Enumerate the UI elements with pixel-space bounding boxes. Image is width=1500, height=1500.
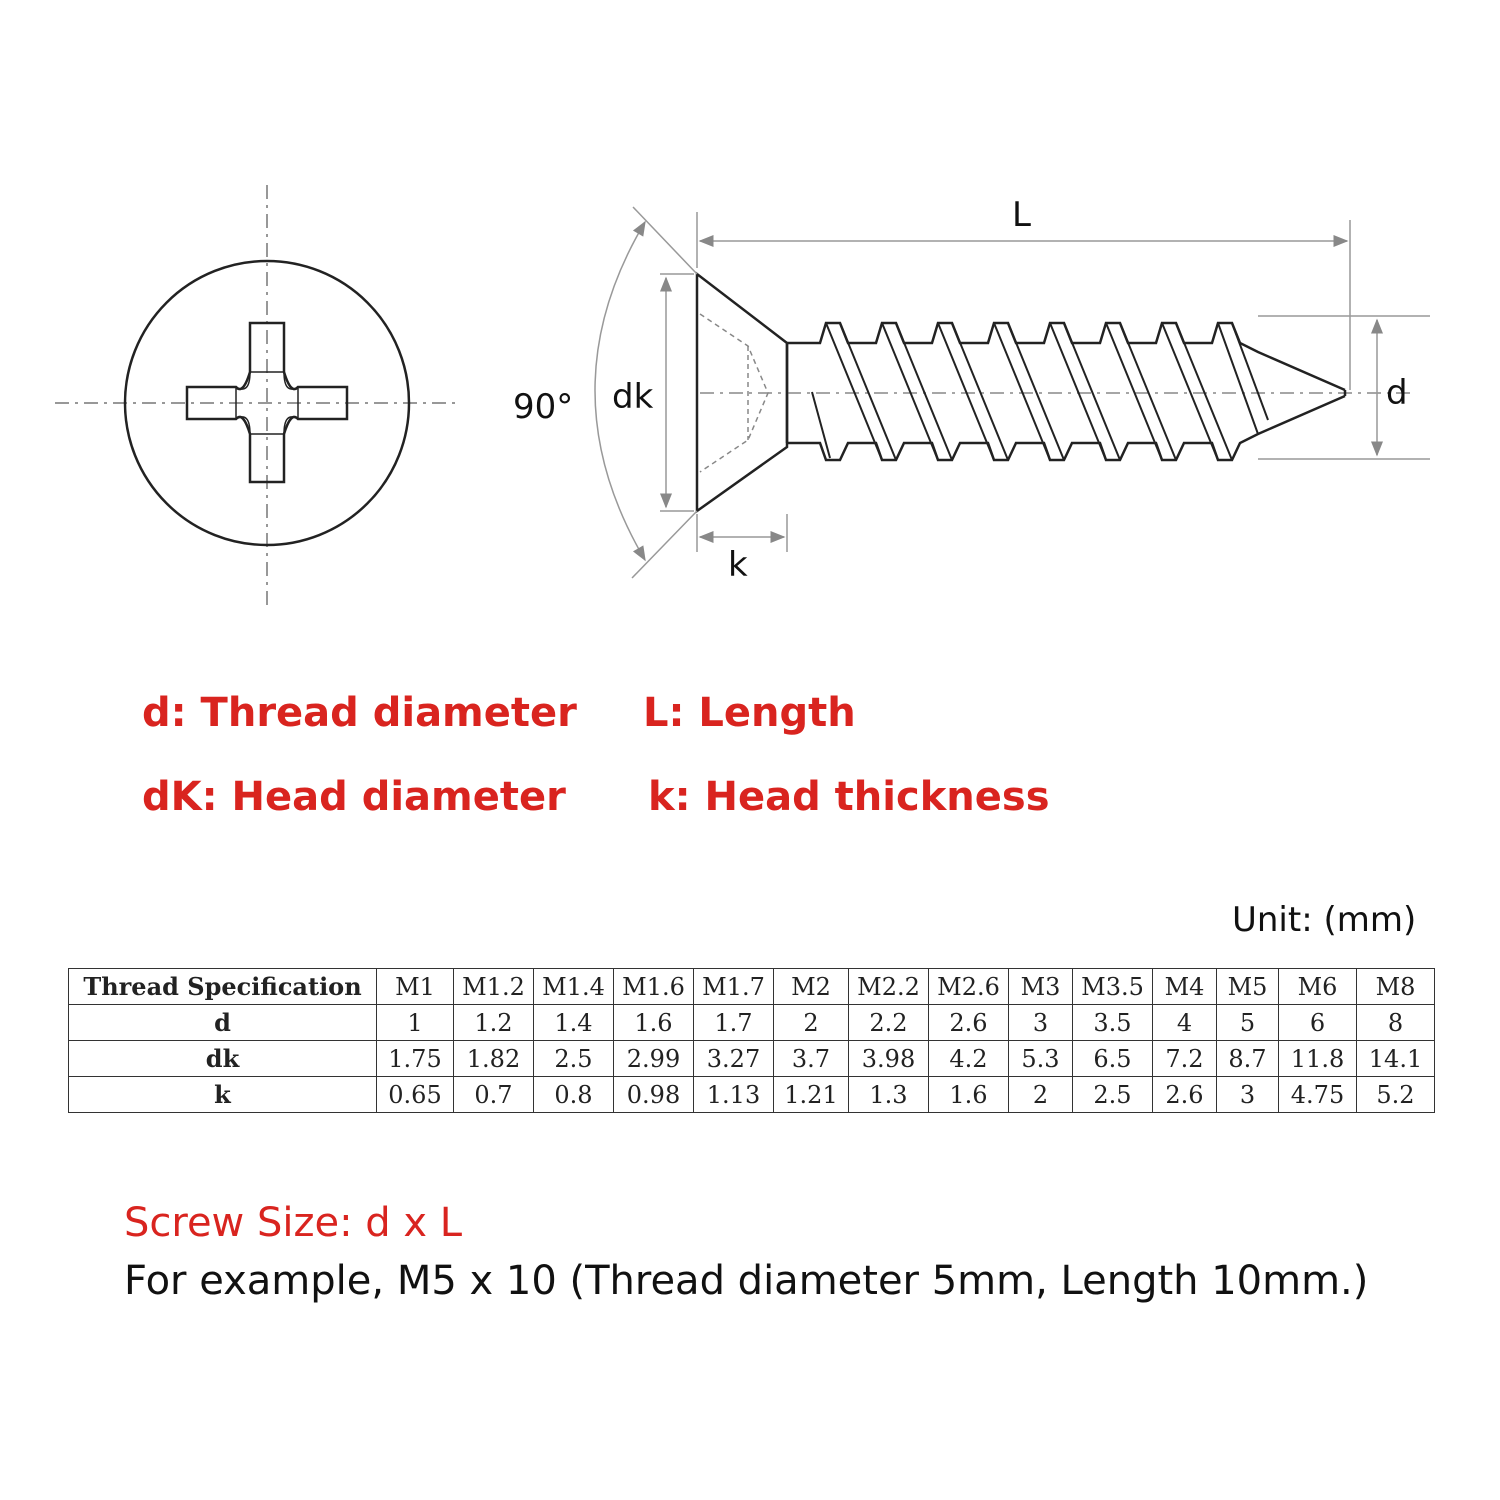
table-cell: 0.7 xyxy=(453,1076,534,1113)
table-cell: 1.82 xyxy=(453,1040,534,1077)
table-cell: 4.2 xyxy=(928,1040,1009,1077)
phillips-cross-icon xyxy=(185,321,349,484)
table-cell: 1 xyxy=(376,1004,454,1041)
table-cell: 3 xyxy=(1008,1004,1073,1041)
table-cell: 2.2 xyxy=(848,1004,929,1041)
table-cell: 2.99 xyxy=(613,1040,694,1077)
dimension-lines xyxy=(594,206,1430,579)
table-cell: 3.5 xyxy=(1072,1004,1153,1041)
table-cell: M2.2 xyxy=(848,968,929,1005)
table-cell: 14.1 xyxy=(1356,1040,1435,1077)
table-cell: M3.5 xyxy=(1072,968,1153,1005)
table-cell: 5 xyxy=(1216,1004,1279,1041)
table-cell: M1 xyxy=(376,968,454,1005)
table-cell: 8.7 xyxy=(1216,1040,1279,1077)
table-cell: 2.6 xyxy=(928,1004,1009,1041)
thread-diameter-label: d xyxy=(1386,373,1408,413)
head-diameter-label: dk xyxy=(612,377,654,417)
table-cell: 1.3 xyxy=(848,1076,929,1113)
head-thickness-label: k xyxy=(728,545,748,585)
row-header: Thread Specification xyxy=(68,968,377,1005)
row-header: dk xyxy=(68,1040,377,1077)
table-cell: M2.6 xyxy=(928,968,1009,1005)
table-cell: 2 xyxy=(773,1004,849,1041)
table-cell: M1.2 xyxy=(453,968,534,1005)
table-cell: M4 xyxy=(1152,968,1217,1005)
table-cell: 7.2 xyxy=(1152,1040,1217,1077)
table-cell: M1.6 xyxy=(613,968,694,1005)
screw-size-example: For example, M5 x 10 (Thread diameter 5m… xyxy=(124,1258,1369,1304)
table-cell: 1.75 xyxy=(376,1040,454,1077)
row-header: k xyxy=(68,1076,377,1113)
table-cell: 6.5 xyxy=(1072,1040,1153,1077)
legend-length: L: Length xyxy=(643,690,856,736)
table-cell: 3.7 xyxy=(773,1040,849,1077)
row-header: d xyxy=(68,1004,377,1041)
legend-head-diameter: dK: Head diameter xyxy=(142,774,566,820)
table-cell: M2 xyxy=(773,968,849,1005)
table-cell: 1.7 xyxy=(693,1004,774,1041)
screw-size-title: Screw Size: d x L xyxy=(124,1200,463,1246)
table-cell: M3 xyxy=(1008,968,1073,1005)
table-cell: M1.7 xyxy=(693,968,774,1005)
table-cell: 2.6 xyxy=(1152,1076,1217,1113)
angle-label: 90° xyxy=(513,387,573,427)
table-cell: 3.98 xyxy=(848,1040,929,1077)
table-cell: M8 xyxy=(1356,968,1435,1005)
unit-label: Unit: (mm) xyxy=(1232,900,1417,940)
table-cell: 2.5 xyxy=(533,1040,614,1077)
table-cell: 4.75 xyxy=(1278,1076,1357,1113)
table-cell: 3 xyxy=(1216,1076,1279,1113)
table-cell: 0.65 xyxy=(376,1076,454,1113)
table-cell: 5.2 xyxy=(1356,1076,1435,1113)
head-top-view xyxy=(55,185,460,610)
table-cell: 0.98 xyxy=(613,1076,694,1113)
table-cell: 1.13 xyxy=(693,1076,774,1113)
table-cell: 2.5 xyxy=(1072,1076,1153,1113)
table-cell: 1.6 xyxy=(613,1004,694,1041)
table-cell: 1.6 xyxy=(928,1076,1009,1113)
table-cell: M1.4 xyxy=(533,968,614,1005)
table-cell: 1.21 xyxy=(773,1076,849,1113)
table-cell: 4 xyxy=(1152,1004,1217,1041)
table-cell: 1.4 xyxy=(533,1004,614,1041)
legend-thread-diameter: d: Thread diameter xyxy=(142,690,577,736)
legend-head-thickness: k: Head thickness xyxy=(648,774,1050,820)
table-cell: 1.2 xyxy=(453,1004,534,1041)
length-label: L xyxy=(1012,195,1031,235)
table-cell: 11.8 xyxy=(1278,1040,1357,1077)
table-cell: 0.8 xyxy=(533,1076,614,1113)
table-cell: M5 xyxy=(1216,968,1279,1005)
table-cell: 5.3 xyxy=(1008,1040,1073,1077)
table-cell: M6 xyxy=(1278,968,1357,1005)
table-cell: 6 xyxy=(1278,1004,1357,1041)
table-cell: 3.27 xyxy=(693,1040,774,1077)
table-cell: 8 xyxy=(1356,1004,1435,1041)
screw-side-view xyxy=(695,271,1410,514)
table-cell: 2 xyxy=(1008,1076,1073,1113)
